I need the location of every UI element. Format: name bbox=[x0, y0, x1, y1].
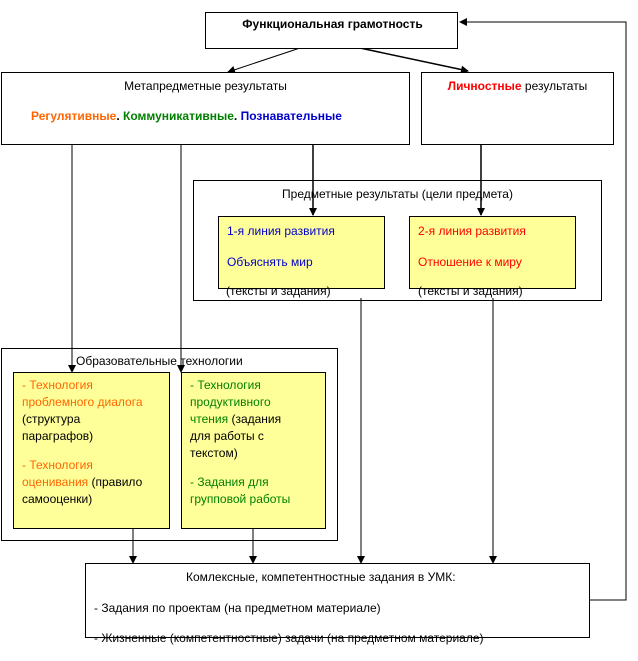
metasubject-categories: Регулятивные. Коммуникативные. Познавате… bbox=[31, 109, 342, 123]
cognitive-label: Познавательные bbox=[240, 109, 342, 123]
arrow-top-to-personal bbox=[359, 47, 469, 74]
tech-dialog-note-1: (структура bbox=[22, 412, 81, 426]
personal-results-title: Личностные результаты bbox=[447, 79, 588, 93]
tech-evaluation-label-1: - Технология bbox=[22, 458, 93, 472]
metasubject-results-box: Метапредметные результаты Регулятивные. … bbox=[1, 72, 410, 145]
tech-evaluation-note-1: (правило bbox=[88, 475, 143, 489]
tech-left-box: - Технология проблемного диалога (структ… bbox=[13, 372, 170, 529]
complex-tasks-item-2: - Жизненные (компетентностные) задачи (н… bbox=[94, 631, 484, 645]
subject-results-title: Предметные результаты (цели предмета) bbox=[282, 187, 513, 201]
personal-results-box: Личностные результаты bbox=[421, 72, 614, 145]
line2-note: (тексты и задания) bbox=[418, 284, 523, 298]
tech-reading-note-2: для работы с bbox=[190, 429, 264, 443]
complex-tasks-item-1: - Задания по проектам (на предметном мат… bbox=[94, 601, 381, 615]
tech-evaluation-note-2: самооценки) bbox=[22, 492, 93, 506]
subject-results-box: Предметные результаты (цели предмета) bbox=[193, 180, 602, 301]
functional-literacy-title: Функциональная грамотность bbox=[242, 17, 423, 31]
complex-tasks-box: Комлексные, компетентностные задания в У… bbox=[85, 563, 590, 645]
line1-text: Объяснять мир bbox=[227, 255, 313, 269]
personal-label: Личностные bbox=[447, 79, 522, 93]
metasubject-title: Метапредметные результаты bbox=[124, 79, 287, 93]
complex-tasks-title: Комлексные, компетентностные задания в У… bbox=[186, 570, 456, 584]
line2-box: 2-я линия развития Отношение к миру bbox=[409, 216, 576, 289]
tech-dialog-label-2: проблемного диалога bbox=[22, 395, 143, 409]
educational-technologies-title: Образовательные технологии bbox=[76, 354, 243, 368]
tech-evaluation-label-2: оценивания bbox=[22, 475, 89, 489]
line1-title: 1-я линия развития bbox=[227, 224, 335, 238]
line2-title: 2-я линия развития bbox=[418, 224, 526, 238]
line1-note: (тексты и задания) bbox=[226, 284, 331, 298]
line1-box: 1-я линия развития Объяснять мир bbox=[218, 216, 385, 289]
tech-reading-label-1: - Технология bbox=[190, 378, 261, 392]
tech-right-box: - Технология продуктивного чтения (задан… bbox=[181, 372, 326, 529]
tech-reading-note-1: (задания bbox=[228, 412, 282, 426]
arrow-feedback-loop bbox=[459, 18, 627, 601]
educational-technologies-box: Образовательные технологии bbox=[1, 348, 338, 541]
tech-reading-label-2: продуктивного bbox=[190, 395, 271, 409]
tech-dialog-note-2: параграфов) bbox=[22, 429, 94, 443]
tech-group-label-1: - Задания для bbox=[190, 475, 269, 489]
functional-literacy-box: Функциональная грамотность bbox=[205, 12, 458, 49]
tech-dialog-label-1: - Технология bbox=[22, 378, 93, 392]
arrow-top-to-meta bbox=[227, 47, 301, 74]
tech-group-label-2: групповой работы bbox=[190, 492, 291, 506]
communicative-label: Коммуникативные bbox=[123, 109, 234, 123]
tech-reading-note-3: текстом) bbox=[190, 446, 238, 460]
regulative-label: Регулятивные bbox=[31, 109, 117, 123]
tech-reading-label-3: чтения bbox=[190, 412, 229, 426]
line2-text: Отношение к миру bbox=[418, 255, 522, 269]
